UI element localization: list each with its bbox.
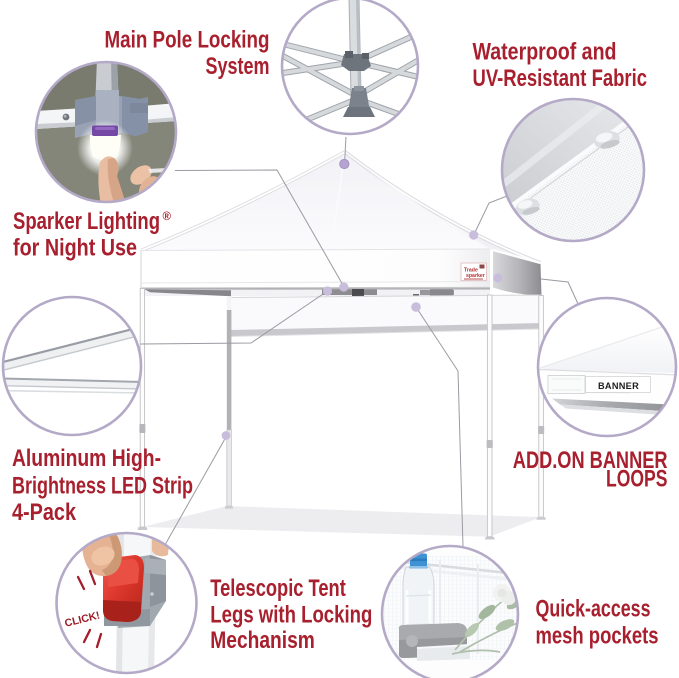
- svg-text:System: System: [206, 53, 270, 80]
- svg-text:Waterproof and: Waterproof and: [473, 38, 617, 65]
- svg-text:mesh pockets: mesh pockets: [536, 623, 659, 650]
- svg-text:4-Pack: 4-Pack: [12, 499, 76, 526]
- svg-text:®: ®: [163, 211, 172, 223]
- svg-text:UV-Resistant Fabric: UV-Resistant Fabric: [473, 65, 648, 92]
- svg-text:Sparker Lighting: Sparker Lighting: [13, 208, 160, 235]
- svg-text:Aluminum High-: Aluminum High-: [12, 445, 161, 472]
- svg-text:Quick-access: Quick-access: [536, 596, 651, 623]
- svg-text:Trade: Trade: [464, 268, 478, 274]
- svg-text:Brightness LED Strip: Brightness LED Strip: [12, 472, 193, 499]
- svg-text:for Night Use: for Night Use: [13, 234, 137, 261]
- svg-text:LOOPS: LOOPS: [606, 466, 668, 493]
- svg-text:Mechanism: Mechanism: [210, 627, 314, 654]
- svg-text:Legs with Locking: Legs with Locking: [210, 601, 372, 628]
- svg-text:Telescopic Tent: Telescopic Tent: [210, 575, 345, 602]
- svg-text:BANNER: BANNER: [598, 381, 640, 391]
- svg-text:ADD.ON BANNER: ADD.ON BANNER: [513, 447, 668, 474]
- svg-text:Main Pole Locking: Main Pole Locking: [105, 27, 270, 54]
- svg-text:sparker: sparker: [466, 273, 485, 279]
